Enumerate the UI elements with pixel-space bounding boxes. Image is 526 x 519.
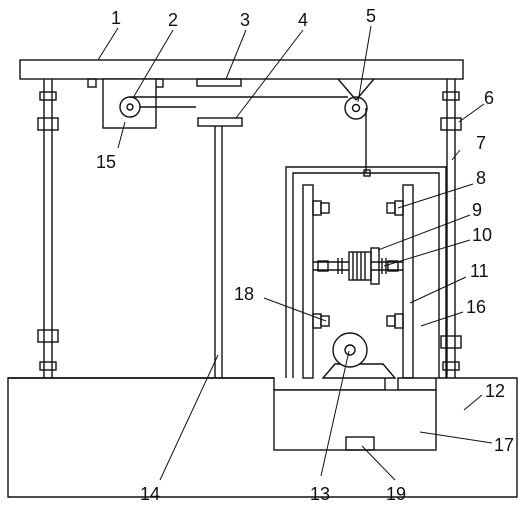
left-clamp-arm bbox=[302, 184, 330, 379]
support-post bbox=[197, 117, 243, 378]
right-clamp-arm bbox=[386, 184, 414, 379]
label-9: 9 bbox=[472, 200, 482, 220]
screw-gear-assembly bbox=[313, 247, 403, 285]
label-5: 5 bbox=[366, 6, 376, 26]
label-4: 4 bbox=[298, 10, 308, 30]
label-12: 12 bbox=[485, 381, 505, 401]
label-3: 3 bbox=[240, 10, 250, 30]
label-17: 17 bbox=[494, 435, 514, 455]
bottom-pulley bbox=[321, 332, 397, 379]
label-10: 10 bbox=[472, 225, 492, 245]
top-beam bbox=[19, 59, 464, 80]
guide-pulley bbox=[337, 78, 375, 120]
beam-block bbox=[196, 78, 242, 87]
lifting-frame bbox=[285, 166, 447, 378]
label-11: 11 bbox=[470, 261, 489, 281]
label-13: 13 bbox=[310, 484, 330, 504]
lower-block bbox=[345, 436, 375, 451]
lower-box bbox=[273, 389, 437, 451]
cable bbox=[130, 96, 367, 173]
base-plate bbox=[7, 377, 518, 498]
label-7: 7 bbox=[476, 133, 486, 153]
leader-lines bbox=[97, 25, 493, 481]
label-19: 19 bbox=[386, 484, 406, 504]
label-6: 6 bbox=[484, 88, 494, 108]
label-1: 1 bbox=[111, 8, 121, 28]
label-8: 8 bbox=[476, 168, 486, 188]
label-18: 18 bbox=[234, 284, 254, 304]
left-upright bbox=[37, 79, 59, 378]
label-15: 15 bbox=[96, 152, 116, 172]
label-14: 14 bbox=[140, 484, 160, 504]
label-16: 16 bbox=[466, 297, 486, 317]
motor-housing bbox=[102, 78, 157, 129]
right-guide-rod bbox=[440, 79, 462, 378]
label-2: 2 bbox=[168, 10, 178, 30]
callout-labels: 1 2 3 4 5 6 7 8 9 10 11 16 12 17 19 13 1… bbox=[96, 6, 514, 504]
